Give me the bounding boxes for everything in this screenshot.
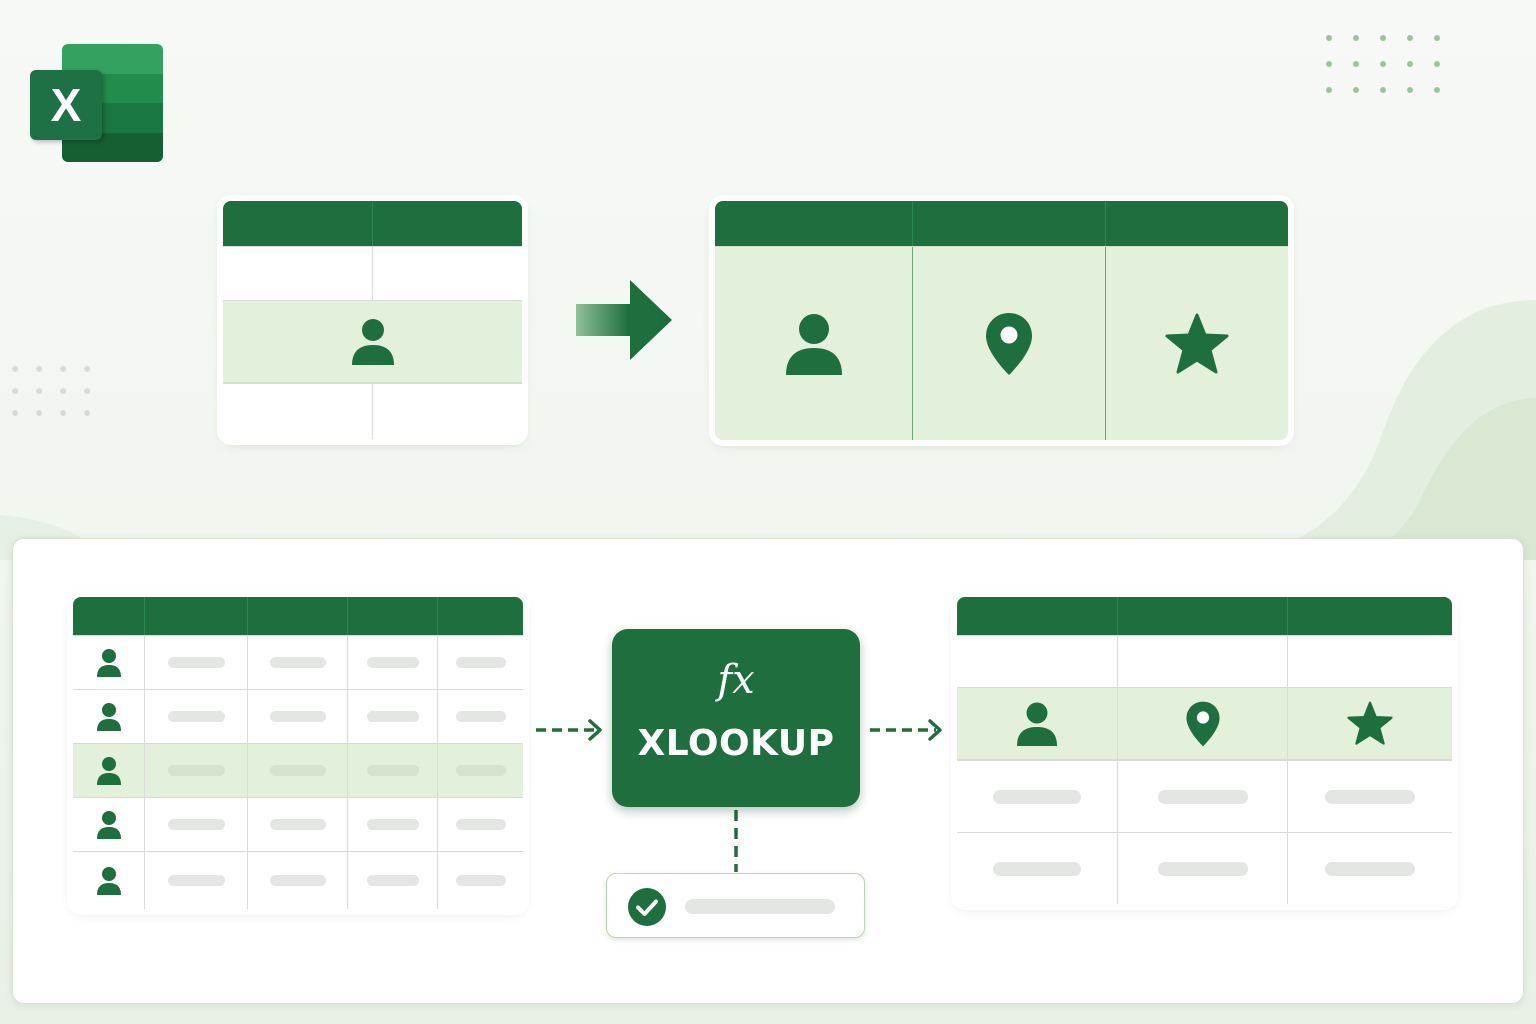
excel-logo-letter: X (30, 70, 102, 140)
dashed-arrow-to-xlookup (536, 719, 602, 741)
lookup-table (73, 597, 523, 909)
decorative-dots-top-right (1326, 35, 1440, 93)
person-icon (957, 688, 1118, 759)
star-icon (1288, 688, 1452, 759)
check-circle-icon (628, 888, 666, 926)
fx-label: fx (717, 657, 755, 703)
table-row (223, 246, 522, 300)
top-result-table (715, 201, 1288, 440)
placeholder-bar (685, 899, 835, 914)
star-icon (1106, 247, 1288, 440)
person-icon (73, 636, 145, 689)
dashed-connector-to-status (734, 810, 738, 872)
location-pin-icon (913, 247, 1106, 440)
person-icon (73, 744, 145, 797)
excel-logo-icon: X (30, 44, 164, 164)
person-icon (73, 852, 145, 909)
arrow-right-icon (576, 280, 672, 360)
table-row-highlighted (715, 246, 1288, 440)
person-icon (223, 301, 522, 382)
table-header (957, 597, 1452, 635)
table-row (73, 797, 523, 851)
table-row-highlighted (957, 687, 1452, 760)
table-row-highlighted (223, 300, 522, 383)
table-row (223, 383, 522, 439)
table-row (73, 635, 523, 689)
table-row (73, 689, 523, 743)
bottom-result-table (957, 597, 1452, 904)
xlookup-label: XLOOKUP (637, 723, 835, 764)
table-header (715, 201, 1288, 246)
table-header (223, 201, 522, 246)
person-icon (73, 690, 145, 743)
result-status-box (606, 873, 865, 938)
person-icon (73, 798, 145, 851)
person-icon (715, 247, 913, 440)
xlookup-function-box: fx XLOOKUP (612, 629, 860, 807)
table-header (73, 597, 523, 635)
table-row (957, 832, 1452, 904)
table-row (957, 635, 1452, 687)
top-source-table (223, 201, 522, 439)
table-row-highlighted (73, 743, 523, 797)
table-row (73, 851, 523, 909)
location-pin-icon (1118, 688, 1288, 759)
decorative-dots-left (12, 366, 90, 416)
table-row (957, 760, 1452, 832)
dashed-arrow-to-result (870, 719, 942, 741)
